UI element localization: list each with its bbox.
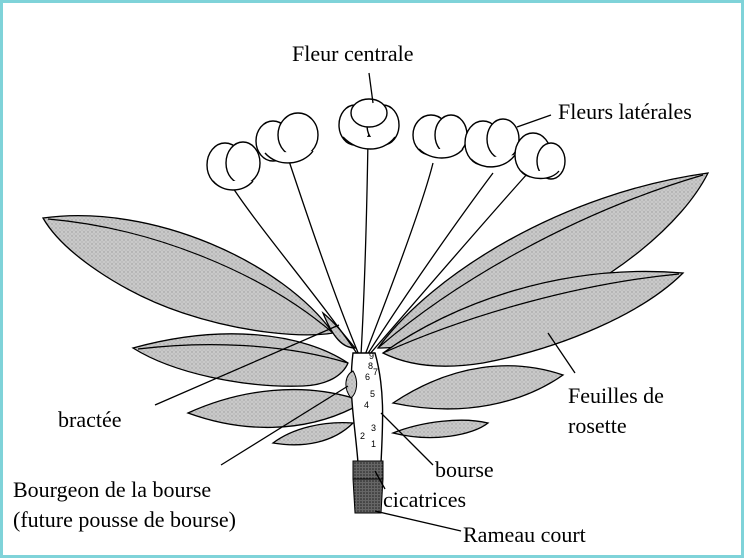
node-6: 6 [365,372,370,382]
leaf-right-small [393,420,488,437]
flower-central [339,99,399,149]
node-5: 5 [370,389,375,399]
leaf-left-low [188,390,353,428]
node-4: 4 [364,400,369,410]
flowers [207,99,565,190]
node-3: 3 [371,423,376,433]
apple-spur-illustration: 1 2 3 4 5 6 7 8 9 [3,3,741,555]
label-bud-line2: (future pousse de bourse) [13,507,236,533]
node-7: 7 [373,367,378,377]
flower-right-3 [515,133,565,179]
flower-right-1 [413,115,467,158]
label-rosette-leaves-line1: Feuilles de [568,383,664,409]
flower-left-1 [207,142,260,190]
node-9: 9 [369,351,374,361]
leader-lateral [517,115,551,127]
label-scars: cicatrices [383,487,466,513]
label-bud-line1: Bourgeon de la bourse [13,477,211,503]
label-bourse: bourse [435,457,494,483]
leaf-right-low [393,366,563,409]
flower-left-2 [256,113,318,163]
node-8: 8 [368,361,373,371]
label-rosette-leaves-line2: rosette [568,413,627,439]
flower-right-2 [465,119,519,167]
label-bract: bractée [58,407,122,433]
node-2: 2 [360,431,365,441]
leader-bourse [381,413,433,465]
leader-spur [375,511,461,531]
label-central-flower: Fleur centrale [292,41,414,67]
short-shoot [353,479,383,513]
leaf-left-mid [133,334,348,386]
label-short-shoot: Rameau court [463,522,586,548]
label-lateral-flowers: Fleurs latérales [558,99,692,125]
leaf-left-large [43,216,333,335]
node-1: 1 [371,439,376,449]
